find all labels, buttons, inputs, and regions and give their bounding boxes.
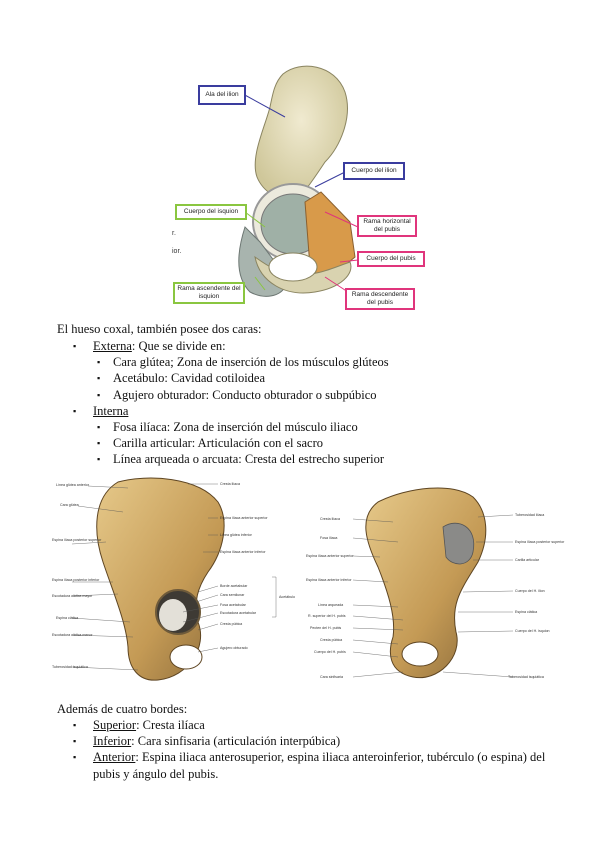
bullet-icon: ▪ (73, 720, 77, 730)
item-text: Carilla articular: Articulación con el s… (113, 436, 323, 451)
list-item-externa: ▪ Externa: Que se divide en: ▪ Cara glúte… (73, 338, 389, 403)
label-rama-ascendente-isquion: Rama ascendente del isquion (173, 282, 245, 304)
item-text: Cara glútea; Zona de inserción de los mú… (113, 355, 389, 370)
externa-text: : Que se divide en: (131, 339, 226, 353)
fig2-label: Cara sinfisaria (320, 675, 343, 679)
bullet-icon: ▪ (97, 438, 101, 449)
bullet-icon: ▪ (97, 389, 101, 400)
bullet-icon: ▪ (97, 422, 101, 433)
fig2-label: Espina ilíaca posterior inferior (52, 578, 100, 582)
fig2-label: Cuerpo del H. isquion (515, 629, 550, 633)
fig2-label: Tuberosidad ilíaca (515, 513, 545, 517)
border-text-continuation: pubis y ángulo del pubis. (93, 766, 219, 781)
interna-label: Interna (93, 403, 129, 418)
faces-list: ▪ Externa: Que se divide en: ▪ Cara glúte… (73, 338, 389, 468)
bullet-icon: ▪ (73, 341, 77, 351)
fig2-label: Línea glútea inferior (220, 533, 252, 537)
fig2-label: Espina ilíaca posterior superior (515, 540, 565, 544)
fig2-label: Fosa ilíaca (320, 536, 338, 540)
fig2-label: Línea arqueada (318, 603, 344, 607)
item-text: Acetábulo: Cavidad cotiloidea (113, 371, 266, 386)
border-label: Anterior (93, 750, 136, 765)
list-item-continuation: pubis y ángulo del pubis. (93, 766, 553, 782)
item-text: Línea arqueada o arcuata: Cresta del est… (113, 452, 385, 467)
fig2-label: Agujero obturado (220, 646, 248, 650)
fig2-label: Espina ciática (56, 616, 79, 620)
fig2-label: Espina ilíaca anterior superior (220, 516, 268, 520)
fig2-label: Cara semilunar (220, 593, 245, 597)
fig2-label: Escotadura ciática menor (52, 633, 93, 637)
item-text: Agujero obturador: Conducto obturador o … (113, 387, 377, 402)
stray-text-1: r. (172, 230, 176, 237)
fig2-label: Tuberosidad isquiática (508, 675, 544, 679)
fig2-label: Escotadura acetabular (220, 611, 256, 615)
label-cuerpo-isquion: Cuerpo del isquion (175, 204, 247, 220)
hip-bone-views-figure: Línea glútea anterior Cara glútea Espina… (52, 472, 564, 692)
hip-bone-figure: Ala del ilion Cuerpo del ilion Cuerpo de… (165, 52, 430, 314)
border-text: : Cresta ilíaca (136, 718, 205, 732)
label-cuerpo-ilion: Cuerpo del ilion (343, 162, 405, 180)
fig2-label: Cuerpo del H. pubis (314, 650, 346, 654)
border-label: Inferior (93, 734, 132, 749)
interna-sublist: ▪ Fosa ilíaca: Zona de inserción del músc… (93, 419, 389, 468)
bullet-icon: ▪ (97, 357, 101, 368)
border-text: : Cara sinfisaria (articulación interpúb… (131, 734, 341, 749)
fig2-label: Cresta ilíaca (220, 482, 240, 486)
list-item: ▪ Cara glútea; Zona de inserción de los m… (97, 354, 389, 370)
list-item: ▪ Línea arqueada o arcuata: Cresta del es… (97, 451, 389, 467)
fig2-label: Línea glútea anterior (56, 483, 89, 487)
list-item: ▪ Agujero obturador: Conducto obturador o… (97, 387, 389, 403)
label-rama-descendente-pubis: Rama descendente del pubis (345, 288, 415, 310)
fig2-bracket-label: Acetábulo (279, 595, 295, 599)
item-text: Fosa ilíaca: Zona de inserción del múscu… (113, 420, 358, 435)
border-text: : Espina iliaca anterosuperior, espina i… (135, 750, 546, 765)
list-item: ▪ Acetábulo: Cavidad cotiloidea (97, 370, 389, 386)
fig2-label: Cresta púbica (320, 638, 343, 642)
bullet-icon: ▪ (97, 373, 101, 384)
fig2-label: Escotadura ciática mayor (52, 594, 93, 598)
list-item: ▪ Carilla articular: Articulación con el … (97, 435, 389, 451)
externa-sublist: ▪ Cara glútea; Zona de inserción de los m… (93, 354, 389, 403)
hip-bone-drawing (238, 65, 359, 297)
list-item-interna: ▪ Interna ▪ Fosa ilíaca: Zona de inserció… (73, 403, 389, 468)
fig2-label: Cresta púbica (220, 622, 243, 626)
stray-text-2: ior. (172, 248, 182, 255)
bullet-icon: ▪ (73, 752, 77, 763)
list-item: ▪ Fosa ilíaca: Zona de inserción del músc… (97, 419, 389, 435)
hip-bone-views-drawing (71, 477, 514, 681)
label-ala-ilion: Ala del ilion (198, 85, 246, 105)
bullet-icon: ▪ (97, 454, 101, 465)
list-item: ▪ Superior: Cresta ilíaca (73, 717, 553, 733)
bullet-icon: ▪ (73, 405, 77, 416)
fig2-label: R. superior del H. pubis (308, 614, 346, 618)
label-cuerpo-pubis: Cuerpo del pubis (357, 251, 425, 267)
fig2-label: Espina ilíaca posterior superior (52, 538, 102, 542)
fig2-label: Tuberosidad isquiática (52, 665, 88, 669)
fig2-label: Espina ilíaca anterior inferior (220, 550, 266, 554)
fig2-label: Fosa acetabular (220, 603, 246, 607)
bullet-icon: ▪ (73, 736, 77, 747)
externa-label: Externa (93, 339, 132, 353)
list-item: ▪ Anterior: Espina iliaca anterosuperior… (73, 749, 553, 765)
fig2-label: Cara glútea (60, 503, 79, 507)
fig2-label: Pecten del H. pubis (310, 626, 342, 630)
fig2-label: Espina ilíaca anterior inferior (306, 578, 352, 582)
border-label: Superior (93, 718, 137, 732)
fig2-label: Cuerpo del H. ilion (515, 589, 545, 593)
fig2-label: Borde acetabular (220, 584, 248, 588)
fig2-label: Carilla articular (515, 558, 539, 562)
fig2-label: Cresta ilíaca (320, 517, 340, 521)
faces-intro: El hueso coxal, también posee dos caras: (57, 322, 262, 336)
list-item: ▪ Inferior: Cara sinfisaria (articulació… (73, 733, 553, 749)
borders-intro: Además de cuatro bordes: (57, 702, 188, 716)
borders-list: ▪ Superior: Cresta ilíaca ▪ Inferior: Ca… (73, 717, 553, 782)
label-rama-horizontal-pubis: Rama horizontal del pubis (357, 215, 417, 237)
fig2-label: Espina ilíaca anterior superior (306, 554, 354, 558)
fig2-label: Espina ciática (515, 610, 538, 614)
